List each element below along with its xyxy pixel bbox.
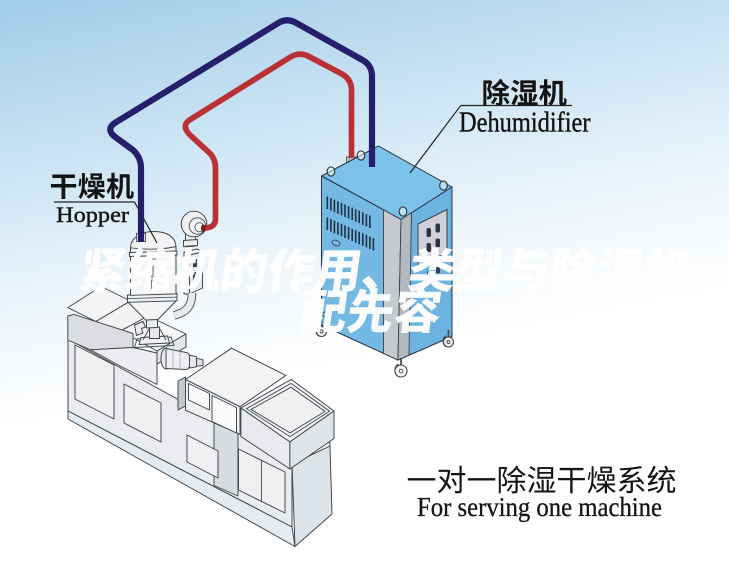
svg-text:For serving one machine: For serving one machine: [417, 492, 662, 522]
svg-text:Dehumidifier: Dehumidifier: [459, 107, 591, 139]
svg-text:Hopper: Hopper: [56, 202, 130, 227]
